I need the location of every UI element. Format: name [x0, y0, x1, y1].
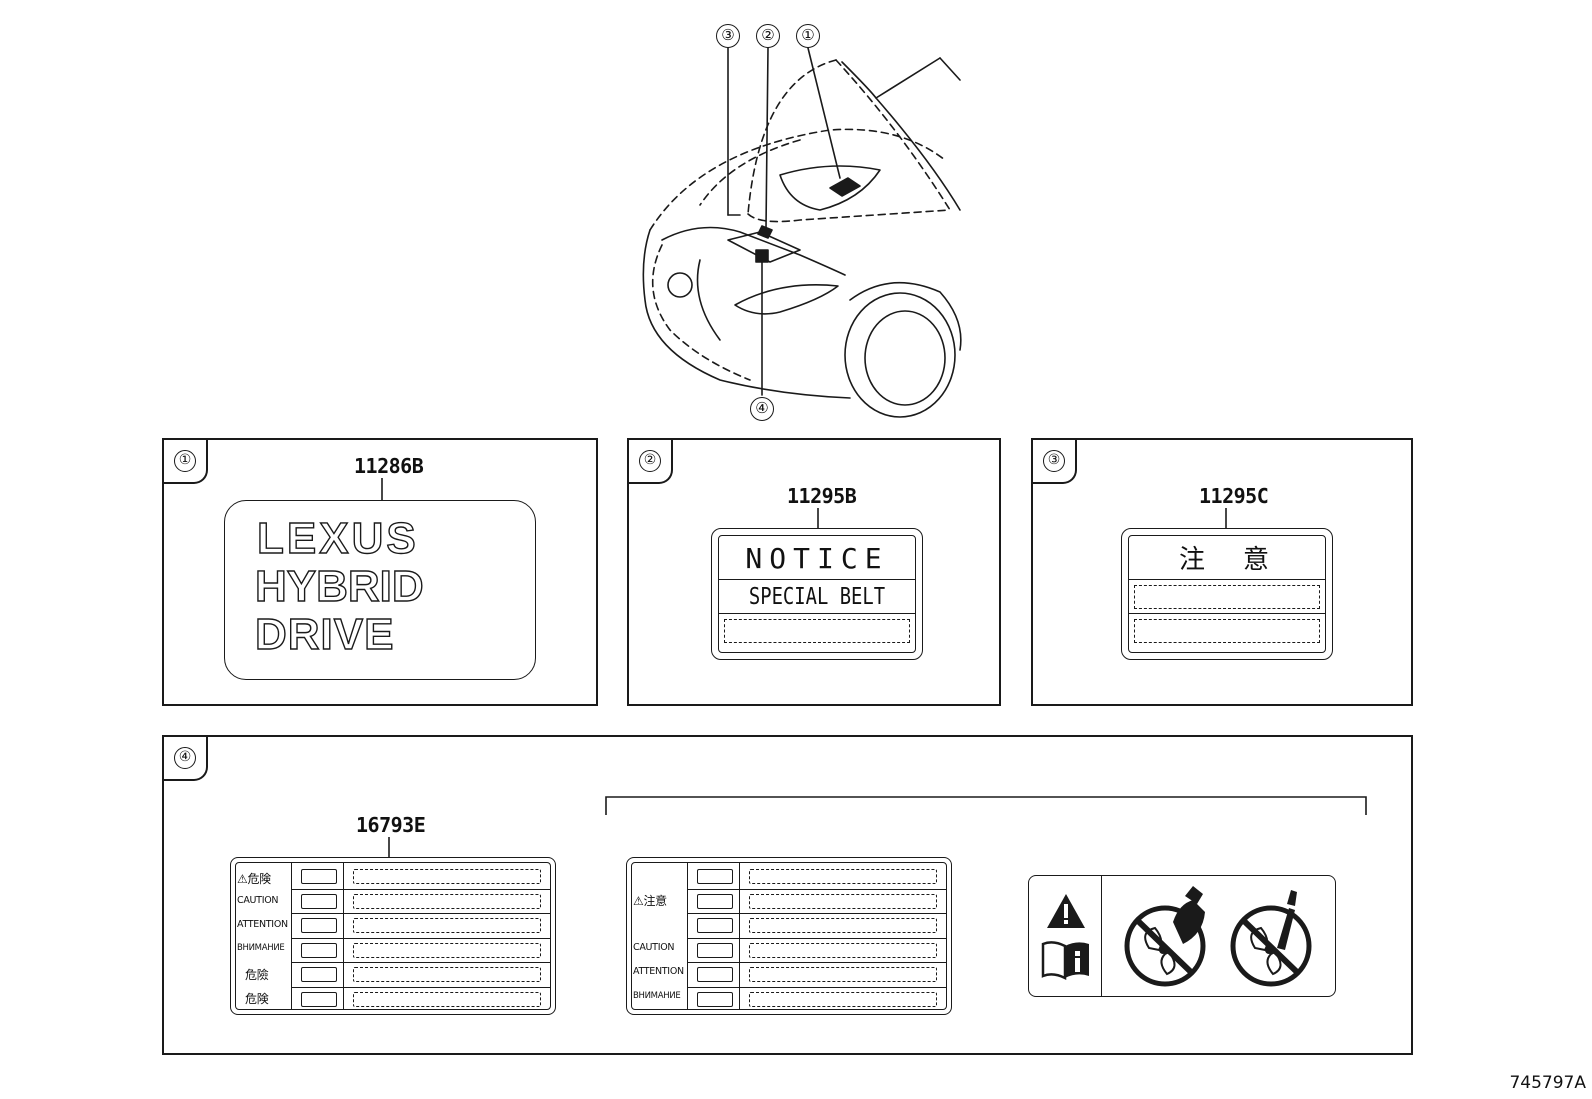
row-divider	[291, 937, 551, 939]
panel-1-hybrid-emblem: ① 11286B LEXUS HYBRID DRIVE	[162, 438, 598, 706]
row-divider	[687, 937, 947, 939]
lang-row-1: ⚠危険	[237, 872, 271, 886]
row-code-box	[301, 991, 337, 1007]
part-number: 16793E	[356, 813, 426, 837]
row-code-box	[301, 942, 337, 958]
callout-3: ③	[716, 24, 740, 48]
caution-text-placeholder-2	[1134, 619, 1320, 643]
row-text-placeholder	[749, 918, 937, 933]
caution-text-placeholder-1	[1134, 585, 1320, 609]
panel-number: ①	[174, 450, 196, 472]
row-text-placeholder	[749, 869, 937, 884]
panel-number: ③	[1043, 450, 1065, 472]
lang-row-3: ATTENTION	[237, 919, 288, 930]
lang-row-1: ⚠注意	[633, 894, 667, 908]
row-divider	[687, 986, 947, 988]
lang-row-4: ВНИМАНИЕ	[237, 943, 285, 953]
row-divider	[687, 962, 947, 963]
row-text-placeholder	[749, 893, 937, 909]
callout-1: ①	[796, 24, 820, 48]
lang-row-3: ATTENTION	[633, 966, 684, 977]
emblem-line-hybrid: HYBRID	[254, 562, 424, 611]
warning-triangle-icon	[1047, 894, 1085, 928]
notice-text-placeholder	[724, 619, 910, 643]
part-number: 11295C	[1199, 484, 1269, 508]
hybrid-drive-label: LEXUS HYBRID DRIVE	[224, 500, 536, 680]
panel-2-notice-label: ② 11295B NOTICE SPECIAL BELT	[627, 438, 1001, 706]
panel-number: ②	[639, 450, 661, 472]
manual-info-icon	[1041, 941, 1089, 981]
caution-jp-label: 注 意	[1121, 528, 1333, 660]
row-code-box	[697, 967, 733, 982]
row-divider	[291, 962, 551, 963]
row-divider	[291, 888, 551, 890]
lang-row-2: CAUTION	[633, 942, 675, 953]
row-code-box	[697, 918, 733, 933]
emblem-line-lexus: LEXUS	[256, 514, 419, 563]
figure-id: 745797A	[1509, 1073, 1586, 1093]
row-text-placeholder	[749, 942, 937, 958]
row-text-placeholder	[749, 991, 937, 1007]
notice-title: NOTICE	[745, 542, 889, 575]
row-text-placeholder	[353, 991, 541, 1007]
caution-jp-title: 注 意	[1178, 545, 1275, 575]
row-code-box	[301, 918, 337, 933]
row-text-placeholder	[353, 869, 541, 884]
lang-row-4: ВНИМАНИЕ	[633, 991, 681, 1001]
row-code-box	[301, 967, 337, 982]
emblem-line-drive: DRIVE	[254, 610, 395, 659]
row-code-box	[697, 869, 733, 884]
no-tool-fan-icon	[1230, 890, 1312, 987]
grouping-bracket	[605, 796, 1367, 815]
row-code-box	[301, 869, 337, 884]
lang-row-5: 危險	[245, 968, 269, 982]
row-divider	[687, 888, 947, 890]
part-number: 11295B	[787, 484, 857, 508]
row-code-box	[697, 942, 733, 958]
lang-row-2: CAUTION	[237, 895, 279, 906]
callout-2: ②	[756, 24, 780, 48]
row-text-placeholder	[353, 967, 541, 982]
leader-line	[381, 478, 383, 500]
part-number: 11286B	[354, 454, 424, 478]
row-code-box	[697, 991, 733, 1007]
no-hand-fan-icon	[1124, 886, 1206, 987]
row-divider	[291, 986, 551, 988]
fan-pictogram-label	[1028, 875, 1336, 997]
row-text-placeholder	[353, 918, 541, 933]
multilingual-caution-label-left: ⚠危険 CAUTION ATTENTION ВНИМАНИЕ 危險 危険	[230, 857, 556, 1015]
notice-special-belt-label: NOTICE SPECIAL BELT	[711, 528, 923, 660]
leader-line	[388, 837, 390, 857]
car-hood-illustration	[642, 47, 962, 418]
callout-4: ④	[750, 397, 774, 421]
multilingual-caution-label-right: ⚠注意 CAUTION ATTENTION ВНИМАНИЕ	[626, 857, 952, 1015]
row-text-placeholder	[749, 967, 937, 982]
row-divider	[291, 913, 551, 914]
panel-4-fan-caution-labels: ④ 16793E ⚠危険 CAUTION ATTENTION ВНИМАНИЕ …	[162, 735, 1413, 1055]
leader-line	[1225, 508, 1227, 528]
row-text-placeholder	[353, 942, 541, 958]
row-code-box	[301, 893, 337, 909]
panel-3-caution-label: ③ 11295C 注 意	[1031, 438, 1413, 706]
leader-line	[817, 508, 819, 528]
row-divider	[687, 913, 947, 914]
panel-number: ④	[174, 747, 196, 769]
lang-row-6: 危険	[245, 992, 269, 1006]
notice-subtitle: SPECIAL BELT	[748, 584, 886, 610]
row-text-placeholder	[353, 893, 541, 909]
row-code-box	[697, 893, 733, 909]
